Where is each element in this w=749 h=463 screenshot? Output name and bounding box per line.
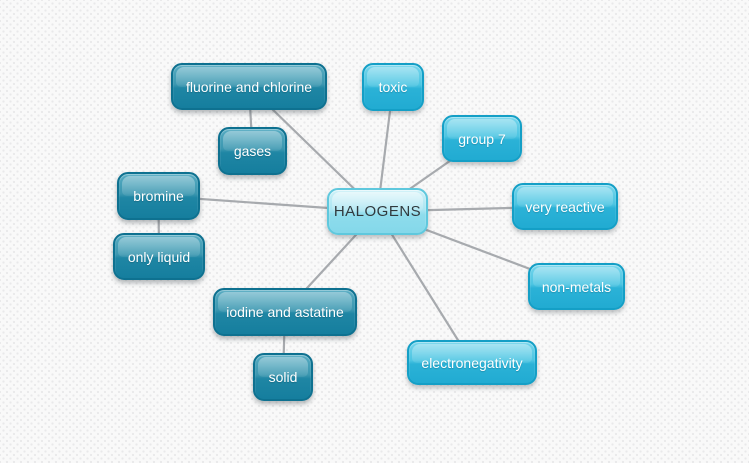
node-electronegativity[interactable]: electronegativity [407, 340, 537, 385]
node-only-liquid[interactable]: only liquid [113, 233, 205, 280]
node-label: very reactive [525, 198, 605, 215]
node-label: iodine and astatine [226, 304, 344, 320]
node-very-reactive[interactable]: very reactive [512, 183, 618, 230]
node-label: bromine [133, 188, 184, 204]
node-label: solid [268, 369, 298, 385]
node-iodine-and-astatine[interactable]: iodine and astatine [213, 288, 357, 336]
edge-halogens-electronegativity [376, 210, 474, 364]
node-label: only liquid [127, 248, 191, 265]
node-label: fluorine and chlorine [185, 78, 313, 95]
node-non-metals[interactable]: non-metals [528, 263, 625, 310]
node-gases[interactable]: gases [218, 127, 287, 175]
node-solid[interactable]: solid [253, 353, 313, 401]
node-label: electronegativity [421, 354, 523, 371]
node-label: HALOGENS [333, 203, 422, 220]
node-group-7[interactable]: group 7 [442, 115, 522, 162]
node-label: gases [233, 143, 272, 159]
node-label: group 7 [458, 130, 506, 147]
node-fluorine-and-chlorine[interactable]: fluorine and chlorine [171, 63, 327, 110]
node-halogens[interactable]: HALOGENS [327, 188, 428, 235]
node-label: toxic [378, 79, 408, 95]
node-bromine[interactable]: bromine [117, 172, 200, 220]
node-toxic[interactable]: toxic [362, 63, 424, 111]
node-label: non-metals [541, 278, 612, 295]
